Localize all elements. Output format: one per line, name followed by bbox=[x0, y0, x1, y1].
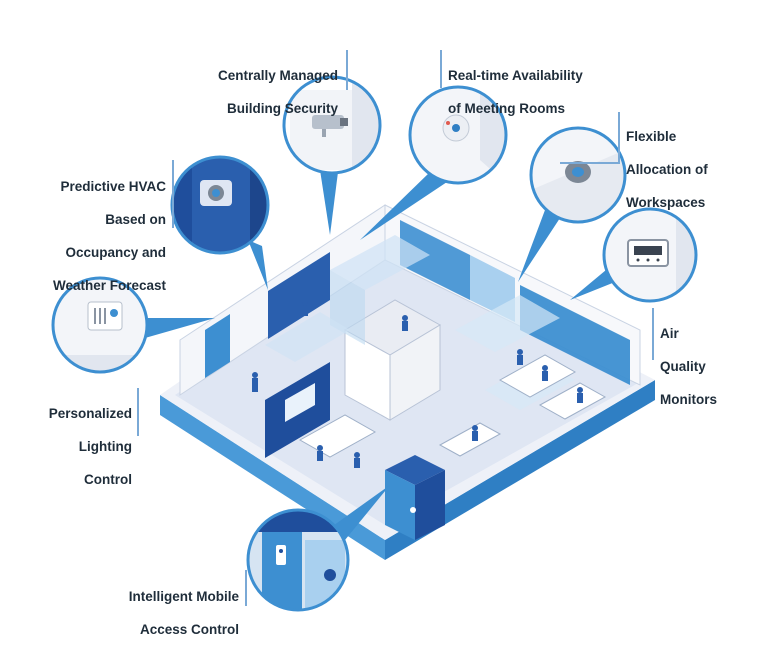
security-label: Centrally Managed Building Security bbox=[217, 67, 338, 116]
access-reader-icon bbox=[276, 545, 336, 581]
air-quality-callout-circle bbox=[602, 207, 698, 303]
workspaces-label: Flexible Allocation of Workspaces bbox=[626, 128, 708, 210]
lighting-leader bbox=[137, 388, 139, 436]
workspaces-leader bbox=[618, 112, 620, 162]
meeting-rooms-leader bbox=[440, 50, 442, 88]
ceiling-sensor-icon bbox=[565, 161, 591, 183]
meeting-rooms-label: Real-time Availability of Meeting Rooms bbox=[448, 67, 583, 116]
interior-rooms bbox=[265, 235, 607, 540]
hvac-label: Predictive HVAC Based on Occupancy and W… bbox=[52, 178, 166, 293]
room-sensor-icon bbox=[442, 114, 470, 142]
workspaces-callout-circle bbox=[529, 126, 627, 224]
hvac-callout-circle bbox=[170, 155, 270, 255]
occupants bbox=[252, 300, 583, 513]
workspaces-leader-h bbox=[560, 162, 620, 164]
lighting-callout-circle bbox=[51, 276, 149, 374]
thermostat-icon bbox=[200, 180, 232, 206]
access-callout-circle bbox=[246, 508, 350, 612]
meeting-rooms-callout-circle bbox=[408, 85, 508, 185]
air-quality-label: Air Quality Monitors bbox=[660, 325, 717, 407]
callout-pointers bbox=[140, 170, 620, 540]
air-quality-monitor-icon bbox=[627, 239, 669, 267]
lighting-label: Personalized Lighting Control bbox=[48, 405, 132, 487]
hvac-leader bbox=[172, 160, 174, 228]
access-label: Intelligent Mobile Access Control bbox=[128, 588, 239, 637]
light-switch-icon bbox=[87, 301, 123, 331]
security-camera-icon bbox=[312, 115, 348, 137]
air-quality-leader bbox=[652, 308, 654, 360]
access-leader bbox=[245, 570, 247, 606]
security-leader bbox=[346, 50, 348, 90]
